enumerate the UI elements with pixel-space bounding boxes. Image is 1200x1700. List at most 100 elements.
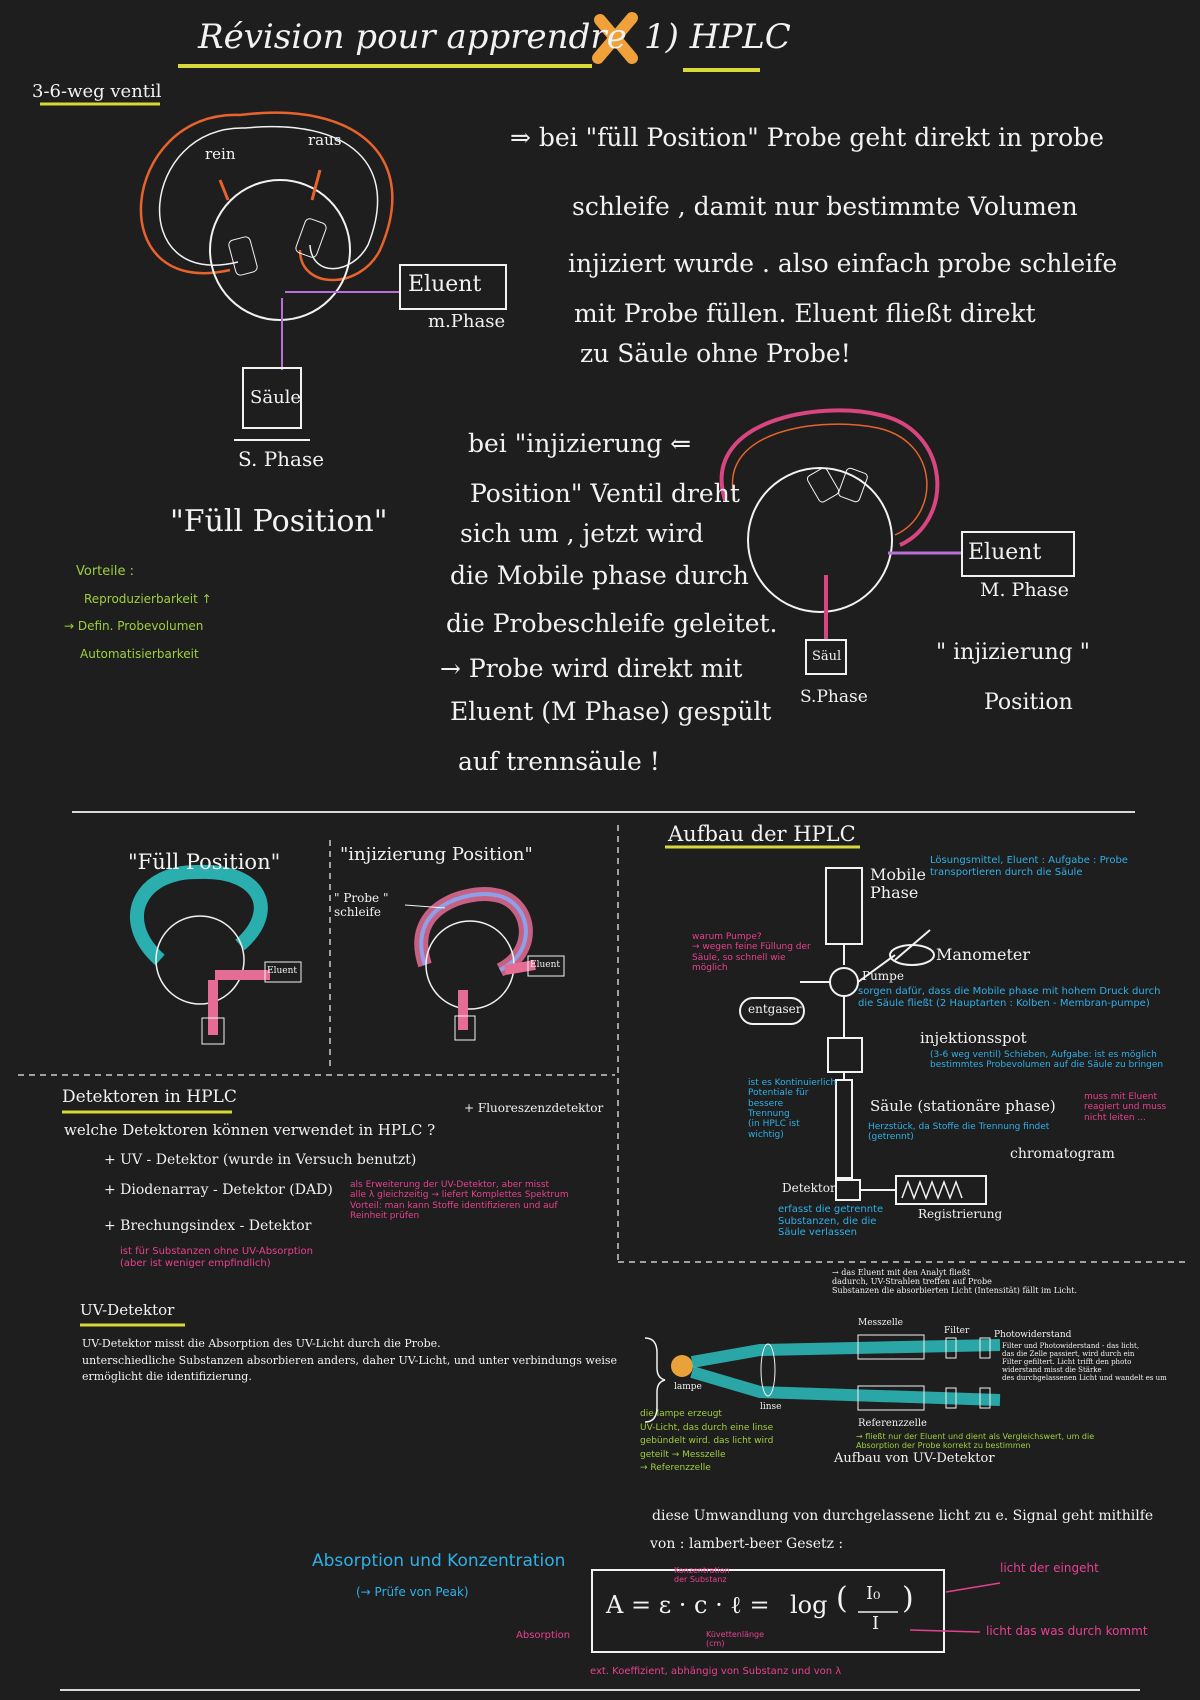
- registrierung-label: Registrierung: [918, 1207, 1003, 1221]
- inj-label-eluent: Eluent: [968, 540, 1042, 565]
- eps-note: ext. Koeffizient, abhängig von Substanz …: [590, 1666, 842, 1677]
- messzelle-note: → das Eluent mit den Analyt fließt dadur…: [832, 1268, 1077, 1296]
- valve-heading: 3-6-weg ventil: [32, 81, 162, 102]
- probe-schleife-label: " Probe " schleife: [334, 891, 389, 919]
- x-mark-icon: [592, 12, 638, 64]
- bi-note: ist für Substanzen ohne UV-Absorption (a…: [120, 1246, 314, 1269]
- absorption-sub: (→ Prüfe von Peak): [356, 1585, 469, 1599]
- konz-note: Konzentration der Substanz: [674, 1566, 730, 1585]
- label-rein: rein: [205, 145, 236, 163]
- lampe-label: lampe: [674, 1382, 702, 1392]
- i-note: licht das was durch kommt: [986, 1624, 1148, 1638]
- inj-desc-line: auf trennsäule !: [458, 747, 660, 776]
- injektion-note: (3-6 weg ventil) Schieben, Aufgabe: ist …: [930, 1050, 1164, 1071]
- vorteile-item: Automatisierbarkeit: [80, 647, 199, 661]
- vorteile-title: Vorteile :: [76, 564, 135, 579]
- inj-desc-line: → Probe wird direkt mit: [440, 654, 743, 683]
- inj-label-saule: Säul: [812, 649, 842, 664]
- aufbau-title: Aufbau der HPLC: [668, 822, 856, 846]
- uv-text: UV-Detektor misst die Absorption des UV-…: [82, 1337, 618, 1383]
- full-position-label: "Füll Position": [170, 504, 388, 539]
- inj-desc-line: sich um , jetzt wird: [460, 519, 704, 548]
- formula-lhs: A = ε · c · ℓ =: [606, 1591, 770, 1619]
- full-desc-line: injiziert wurde . also einfach probe sch…: [568, 249, 1118, 278]
- hplc-aufbau-diagram: [739, 867, 987, 1205]
- chromatogram-label: chromatogram: [1010, 1146, 1115, 1162]
- full-desc-line: zu Säule ohne Probe!: [580, 339, 851, 368]
- small-injection-diagram: [404, 887, 565, 1041]
- mobile-phase-note: Lösungsmittel, Eluent : Aufgabe : Probe …: [930, 855, 1128, 878]
- photo-note: Filter und Photowiderstand - das licht, …: [1002, 1342, 1167, 1383]
- saule-note-2: muss mit Eluent reagiert und muss nicht …: [1084, 1092, 1167, 1123]
- vorteile-item: Reproduzierbarkeit ↑: [84, 592, 212, 606]
- inj-position-label-2: Position: [984, 690, 1073, 715]
- formula-log: log: [790, 1591, 828, 1619]
- umwandlung-text-2: von : lambert-beer Gesetz :: [650, 1536, 844, 1552]
- inj-desc-line: die Mobile phase durch: [450, 561, 749, 590]
- small-eluent: Eluent: [267, 966, 297, 976]
- inj-label-m-phase: M. Phase: [980, 579, 1069, 601]
- photo-label: Photowiderstand: [994, 1330, 1072, 1340]
- label-raus: raus: [308, 131, 342, 149]
- valve-full-diagram: [139, 111, 507, 441]
- section-title: 1) HPLC: [644, 17, 791, 57]
- detektor-item: + UV - Detektor (wurde in Versuch benutz…: [104, 1152, 417, 1168]
- linse-label: linse: [760, 1402, 782, 1412]
- inj-desc-line: Eluent (M Phase) gespült: [450, 697, 772, 726]
- saule-label: Säule (stationäre phase): [870, 1097, 1056, 1115]
- filter-label: Filter: [944, 1326, 970, 1336]
- formula-i0: I₀: [866, 1583, 881, 1604]
- column-side-note: ist es Kontinuierlich Potentiale für bes…: [748, 1078, 837, 1140]
- detektor-item: + Diodenarray - Detektor (DAD): [104, 1182, 333, 1198]
- absorption-note: Absorption: [516, 1630, 571, 1641]
- detektor-note: erfasst die getrennte Substanzen, die di…: [778, 1204, 884, 1238]
- uv-detector-diagram: [644, 1334, 1001, 1423]
- inj-desc-line: Position" Ventil dreht: [470, 479, 740, 508]
- page-title: Révision pour apprendre: [198, 17, 627, 57]
- referenz-note: → fließt nur der Eluent und dient als Ve…: [856, 1432, 1095, 1451]
- formula-box: [591, 1569, 945, 1653]
- schicht-note: Küvettenlänge (cm): [706, 1630, 765, 1649]
- formula-paren-close: ): [902, 1581, 914, 1616]
- formula-paren-open: (: [836, 1581, 848, 1616]
- uv-title: UV-Detektor: [80, 1301, 175, 1319]
- absorption-heading: Absorption und Konzentration: [312, 1551, 566, 1571]
- detektoren-title: Detektoren in HPLC: [62, 1087, 237, 1107]
- label-m-phase: m.Phase: [428, 311, 506, 332]
- inj-label-s-phase: S.Phase: [800, 687, 868, 707]
- mobile-phase-label: Mobile Phase: [870, 865, 926, 903]
- vorteile-item: → Defin. Probevolumen: [64, 619, 204, 633]
- small-inj-title: "injizierung Position": [340, 844, 533, 865]
- inj-desc-line: die Probeschleife geleitet.: [446, 609, 778, 638]
- small-eluent-2: Eluent: [530, 960, 560, 970]
- messzelle-label: Messzelle: [858, 1318, 903, 1328]
- umwandlung-text: diese Umwandlung von durchgelassene lich…: [652, 1508, 1154, 1524]
- injektion-label: injektionsspot: [920, 1029, 1027, 1047]
- dad-note: als Erweiterung der UV-Detektor, aber mi…: [350, 1180, 569, 1222]
- detektor-item: + Brechungsindex - Detektor: [104, 1218, 312, 1234]
- label-saule: Säule: [250, 387, 302, 408]
- label-eluent: Eluent: [408, 272, 482, 297]
- small-full-diagram: [130, 864, 302, 1045]
- formula-i: I: [872, 1613, 880, 1634]
- detektor-label: Detektor: [782, 1181, 836, 1195]
- aufbau-uv-label: Aufbau von UV-Detektor: [834, 1451, 995, 1466]
- fluoreszenz-item: + Fluoreszenzdetektor: [464, 1101, 604, 1115]
- full-desc-line: schleife , damit nur bestimmte Volumen: [572, 192, 1078, 221]
- label-s-phase: S. Phase: [238, 447, 325, 471]
- inj-desc-line: bei "injizierung ⇐: [468, 429, 692, 458]
- small-full-title: "Füll Position": [128, 850, 281, 874]
- lampe-note: die lampe erzeugt UV-Licht, das durch ei…: [640, 1409, 774, 1473]
- pumpe-label: Pumpe: [862, 969, 904, 983]
- manometer-label: Manometer: [936, 945, 1031, 964]
- full-desc-line: mit Probe füllen. Eluent fließt direkt: [574, 299, 1036, 328]
- inj-position-label: " injizierung ": [936, 640, 1090, 665]
- entgaser-label: entgaser: [748, 1002, 802, 1016]
- valve-injection-diagram: [719, 408, 1075, 675]
- i0-note: licht der eingeht: [1000, 1561, 1099, 1575]
- saule-note: Herzstück, da Stoffe die Trennung findet…: [868, 1122, 1050, 1143]
- detektoren-question: welche Detektoren können verwendet in HP…: [64, 1121, 436, 1139]
- referenz-label: Referenzzelle: [858, 1418, 927, 1429]
- full-desc-line: ⇒ bei "füll Position" Probe geht direkt …: [510, 123, 1104, 152]
